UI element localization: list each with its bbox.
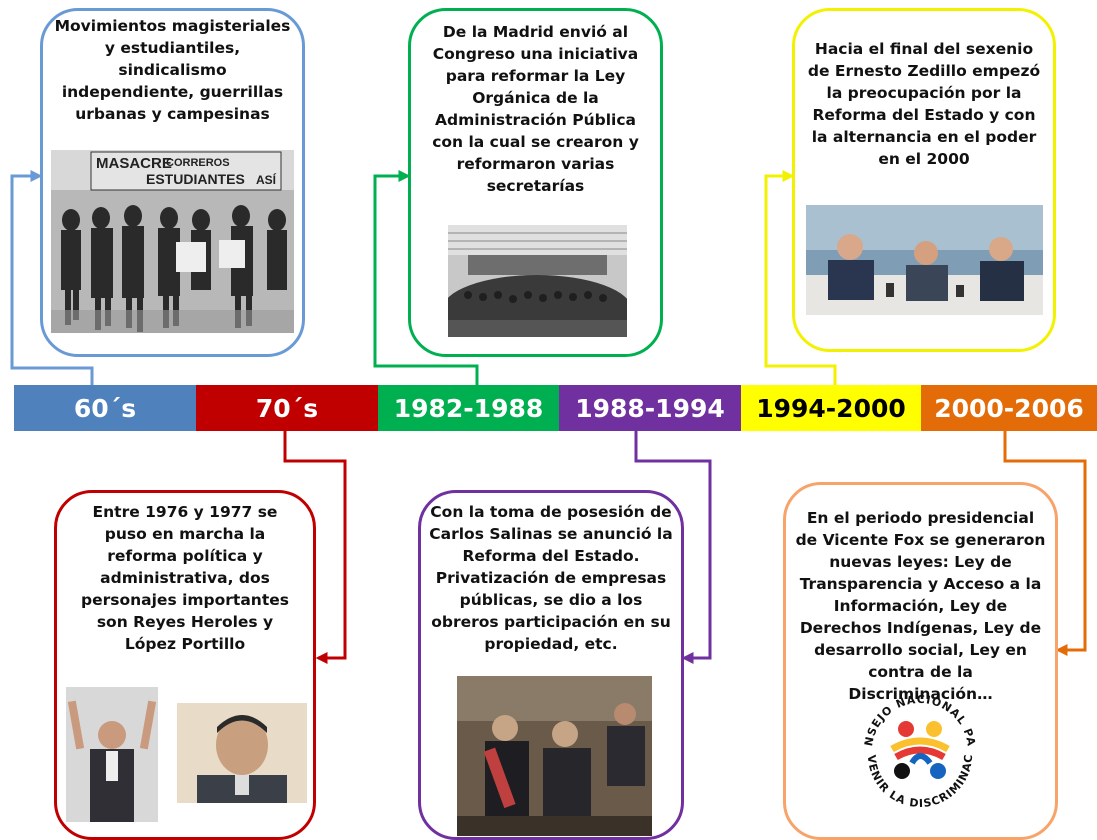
svg-text:ASÍ: ASÍ bbox=[256, 172, 277, 187]
lopez-portillo-photo bbox=[66, 687, 158, 822]
timeline-segment-60s: 60´s bbox=[14, 385, 196, 431]
event-text-70s: Entre 1976 y 1977 se puso en marcha la r… bbox=[81, 503, 289, 653]
event-box-1994-2000: Hacia el final del sexenio de Ernesto Ze… bbox=[792, 8, 1056, 352]
salinas-inauguration-photo bbox=[457, 676, 652, 836]
reyes-heroles-photo bbox=[177, 703, 307, 803]
protest-march-photo: MASACRE CORREROS ESTUDIANTES ASÍ bbox=[51, 150, 294, 333]
timeline-segment-2000-2006: 2000-2006 bbox=[921, 385, 1097, 431]
svg-text:CORREROS: CORREROS bbox=[166, 157, 230, 169]
event-box-1982-1988: De la Madrid envió al Congreso una inici… bbox=[408, 8, 663, 357]
timeline-segment-1988-1994: 1988-1994 bbox=[559, 385, 741, 431]
zedillo-photo bbox=[806, 205, 1043, 315]
timeline-segment-1982-1988: 1982-1988 bbox=[378, 385, 559, 431]
event-text-1988-1994: Con la toma de posesión de Carlos Salina… bbox=[429, 503, 673, 653]
svg-text:MASACRE: MASACRE bbox=[96, 155, 172, 172]
event-text-2000-2006: En el periodo presidencial de Vicente Fo… bbox=[795, 509, 1046, 703]
svg-text:ESTUDIANTES: ESTUDIANTES bbox=[146, 171, 245, 187]
event-box-1988-1994: Con la toma de posesión de Carlos Salina… bbox=[418, 490, 684, 840]
event-text-1994-2000: Hacia el final del sexenio de Ernesto Ze… bbox=[807, 40, 1041, 168]
timeline-segment-70s: 70´s bbox=[196, 385, 378, 431]
event-box-60s: Movimientos magisteriales y estudiantile… bbox=[40, 8, 305, 357]
timeline-segment-1994-2000: 1994-2000 bbox=[741, 385, 921, 431]
event-box-2000-2006: En el periodo presidencial de Vicente Fo… bbox=[783, 482, 1058, 840]
congress-session-photo bbox=[448, 225, 627, 337]
event-text-60s: Movimientos magisteriales y estudiantile… bbox=[54, 17, 291, 123]
event-text-1982-1988: De la Madrid envió al Congreso una inici… bbox=[432, 23, 639, 195]
conapred-logo: CONSEJO NACIONAL PARA PREVENIR LA DISCRI… bbox=[852, 683, 988, 819]
event-box-70s: Entre 1976 y 1977 se puso en marcha la r… bbox=[54, 490, 316, 840]
